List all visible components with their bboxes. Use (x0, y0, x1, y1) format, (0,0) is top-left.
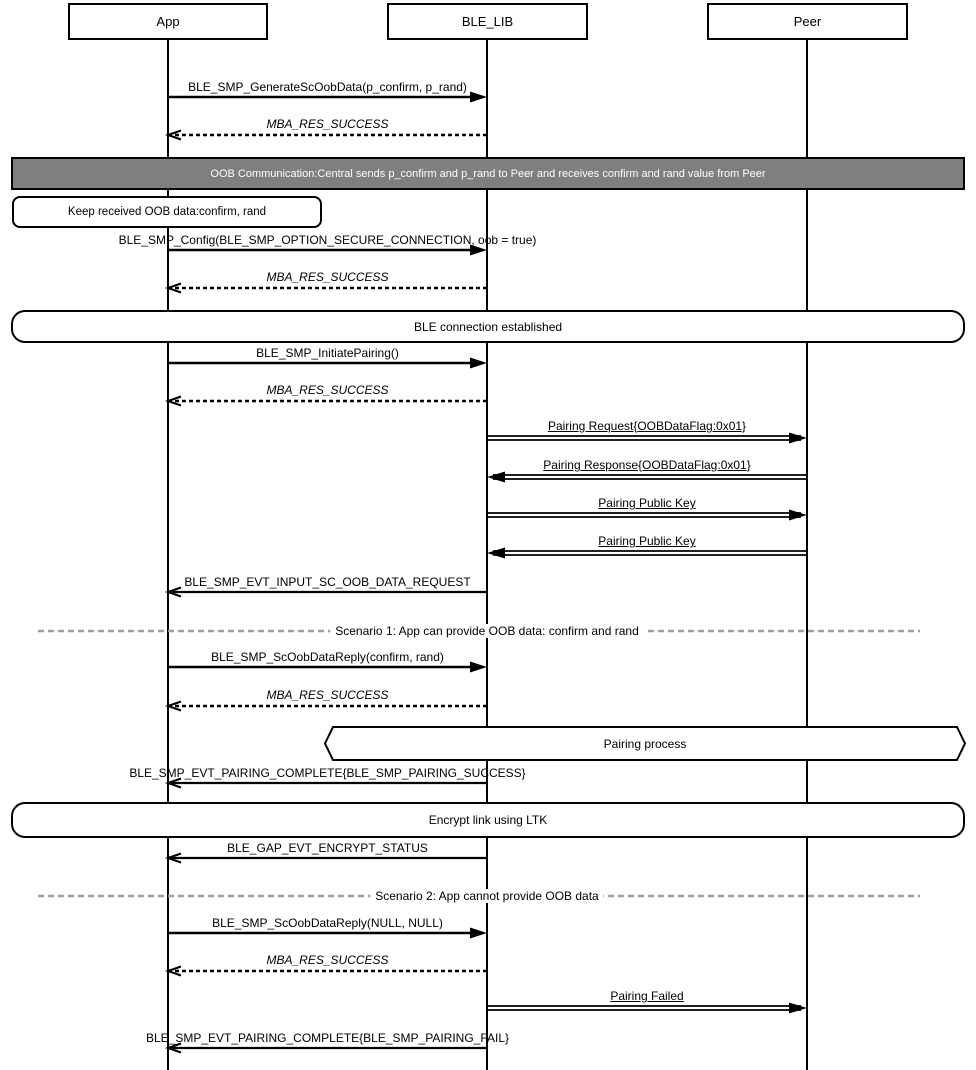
arrowhead-filled (470, 927, 487, 939)
arrowhead-open (164, 700, 182, 712)
arrowhead-open (164, 965, 182, 977)
msg-mba-res-success-3-label: MBA_RES_SUCCESS (266, 383, 389, 397)
arrowhead-open (164, 852, 182, 864)
msg-pairing-public-key-from-peer-label: Pairing Public Key (598, 534, 696, 548)
arrowhead-open (164, 129, 182, 141)
msg-sc-oob-data-reply-null-label: BLE_SMP_ScOobDataReply(NULL, NULL) (212, 916, 443, 930)
arrowhead-filled (470, 244, 487, 256)
actor-box-ble_lib: BLE_LIB (387, 3, 588, 40)
arrowhead-filled (470, 91, 487, 103)
arrowhead-filled (789, 432, 807, 444)
msg-pairing-request-label: Pairing Request{OOBDataFlag:0x01} (547, 419, 747, 433)
pairing-process-box-label: Pairing process (603, 736, 687, 751)
msg-pairing-response-label: Pairing Response{OOBDataFlag:0x01} (543, 458, 751, 472)
arrowhead-filled (487, 471, 505, 483)
actor-box-app: App (68, 3, 268, 40)
msg-gap-evt-encrypt-status-label: BLE_GAP_EVT_ENCRYPT_STATUS (227, 841, 428, 855)
note-keep-received-oob-data: Keep received OOB data:confirm, rand (12, 196, 322, 228)
actor-box-peer: Peer (707, 3, 908, 40)
divider-scenario-2-label: Scenario 2: App cannot provide OOB data (370, 889, 604, 903)
arrowhead-filled (470, 357, 487, 369)
arrowhead-open (164, 1042, 182, 1054)
divider-scenario-1-label: Scenario 1: App can provide OOB data: co… (330, 624, 644, 638)
msg-evt-pairing-complete-success-label: BLE_SMP_EVT_PAIRING_COMPLETE{BLE_SMP_PAI… (129, 766, 526, 780)
pairing-process-box (323, 726, 967, 761)
msg-mba-res-success-5-label: MBA_RES_SUCCESS (266, 953, 389, 967)
msg-mba-res-success-4-label: MBA_RES_SUCCESS (266, 688, 389, 702)
msg-sc-oob-data-reply-label: BLE_SMP_ScOobDataReply(confirm, rand) (211, 650, 444, 664)
msg-pairing-public-key-to-peer-label: Pairing Public Key (598, 496, 696, 510)
msg-mba-res-success-1-label: MBA_RES_SUCCESS (266, 117, 389, 131)
msg-mba-res-success-2-label: MBA_RES_SUCCESS (266, 270, 389, 284)
msg-pairing-failed-label: Pairing Failed (610, 989, 684, 1003)
arrowhead-open (164, 777, 182, 789)
arrowhead-filled (789, 509, 807, 521)
msg-smp-config-label: BLE_SMP_Config(BLE_SMP_OPTION_SECURE_CON… (118, 233, 537, 247)
arrowhead-open (164, 395, 182, 407)
arrowhead-filled (789, 1002, 807, 1014)
msg-generate-sc-oob-data-label: BLE_SMP_GenerateScOobData(p_confirm, p_r… (188, 80, 467, 94)
msg-evt-pairing-complete-fail-label: BLE_SMP_EVT_PAIRING_COMPLETE{BLE_SMP_PAI… (145, 1031, 510, 1045)
oob-communication-band: OOB Communication:Central sends p_confir… (11, 157, 965, 190)
arrowhead-open (164, 282, 182, 294)
frame-encrypt-link-using-ltk: Encrypt link using LTK (11, 802, 965, 838)
arrowhead-filled (487, 547, 505, 559)
msg-initiate-pairing-label: BLE_SMP_InitiatePairing() (256, 346, 399, 360)
msg-evt-input-sc-oob-data-request-label: BLE_SMP_EVT_INPUT_SC_OOB_DATA_REQUEST (184, 575, 471, 589)
arrowhead-filled (470, 661, 487, 673)
frame-ble-connection-established: BLE connection established (11, 310, 965, 343)
arrowhead-open (164, 586, 182, 598)
